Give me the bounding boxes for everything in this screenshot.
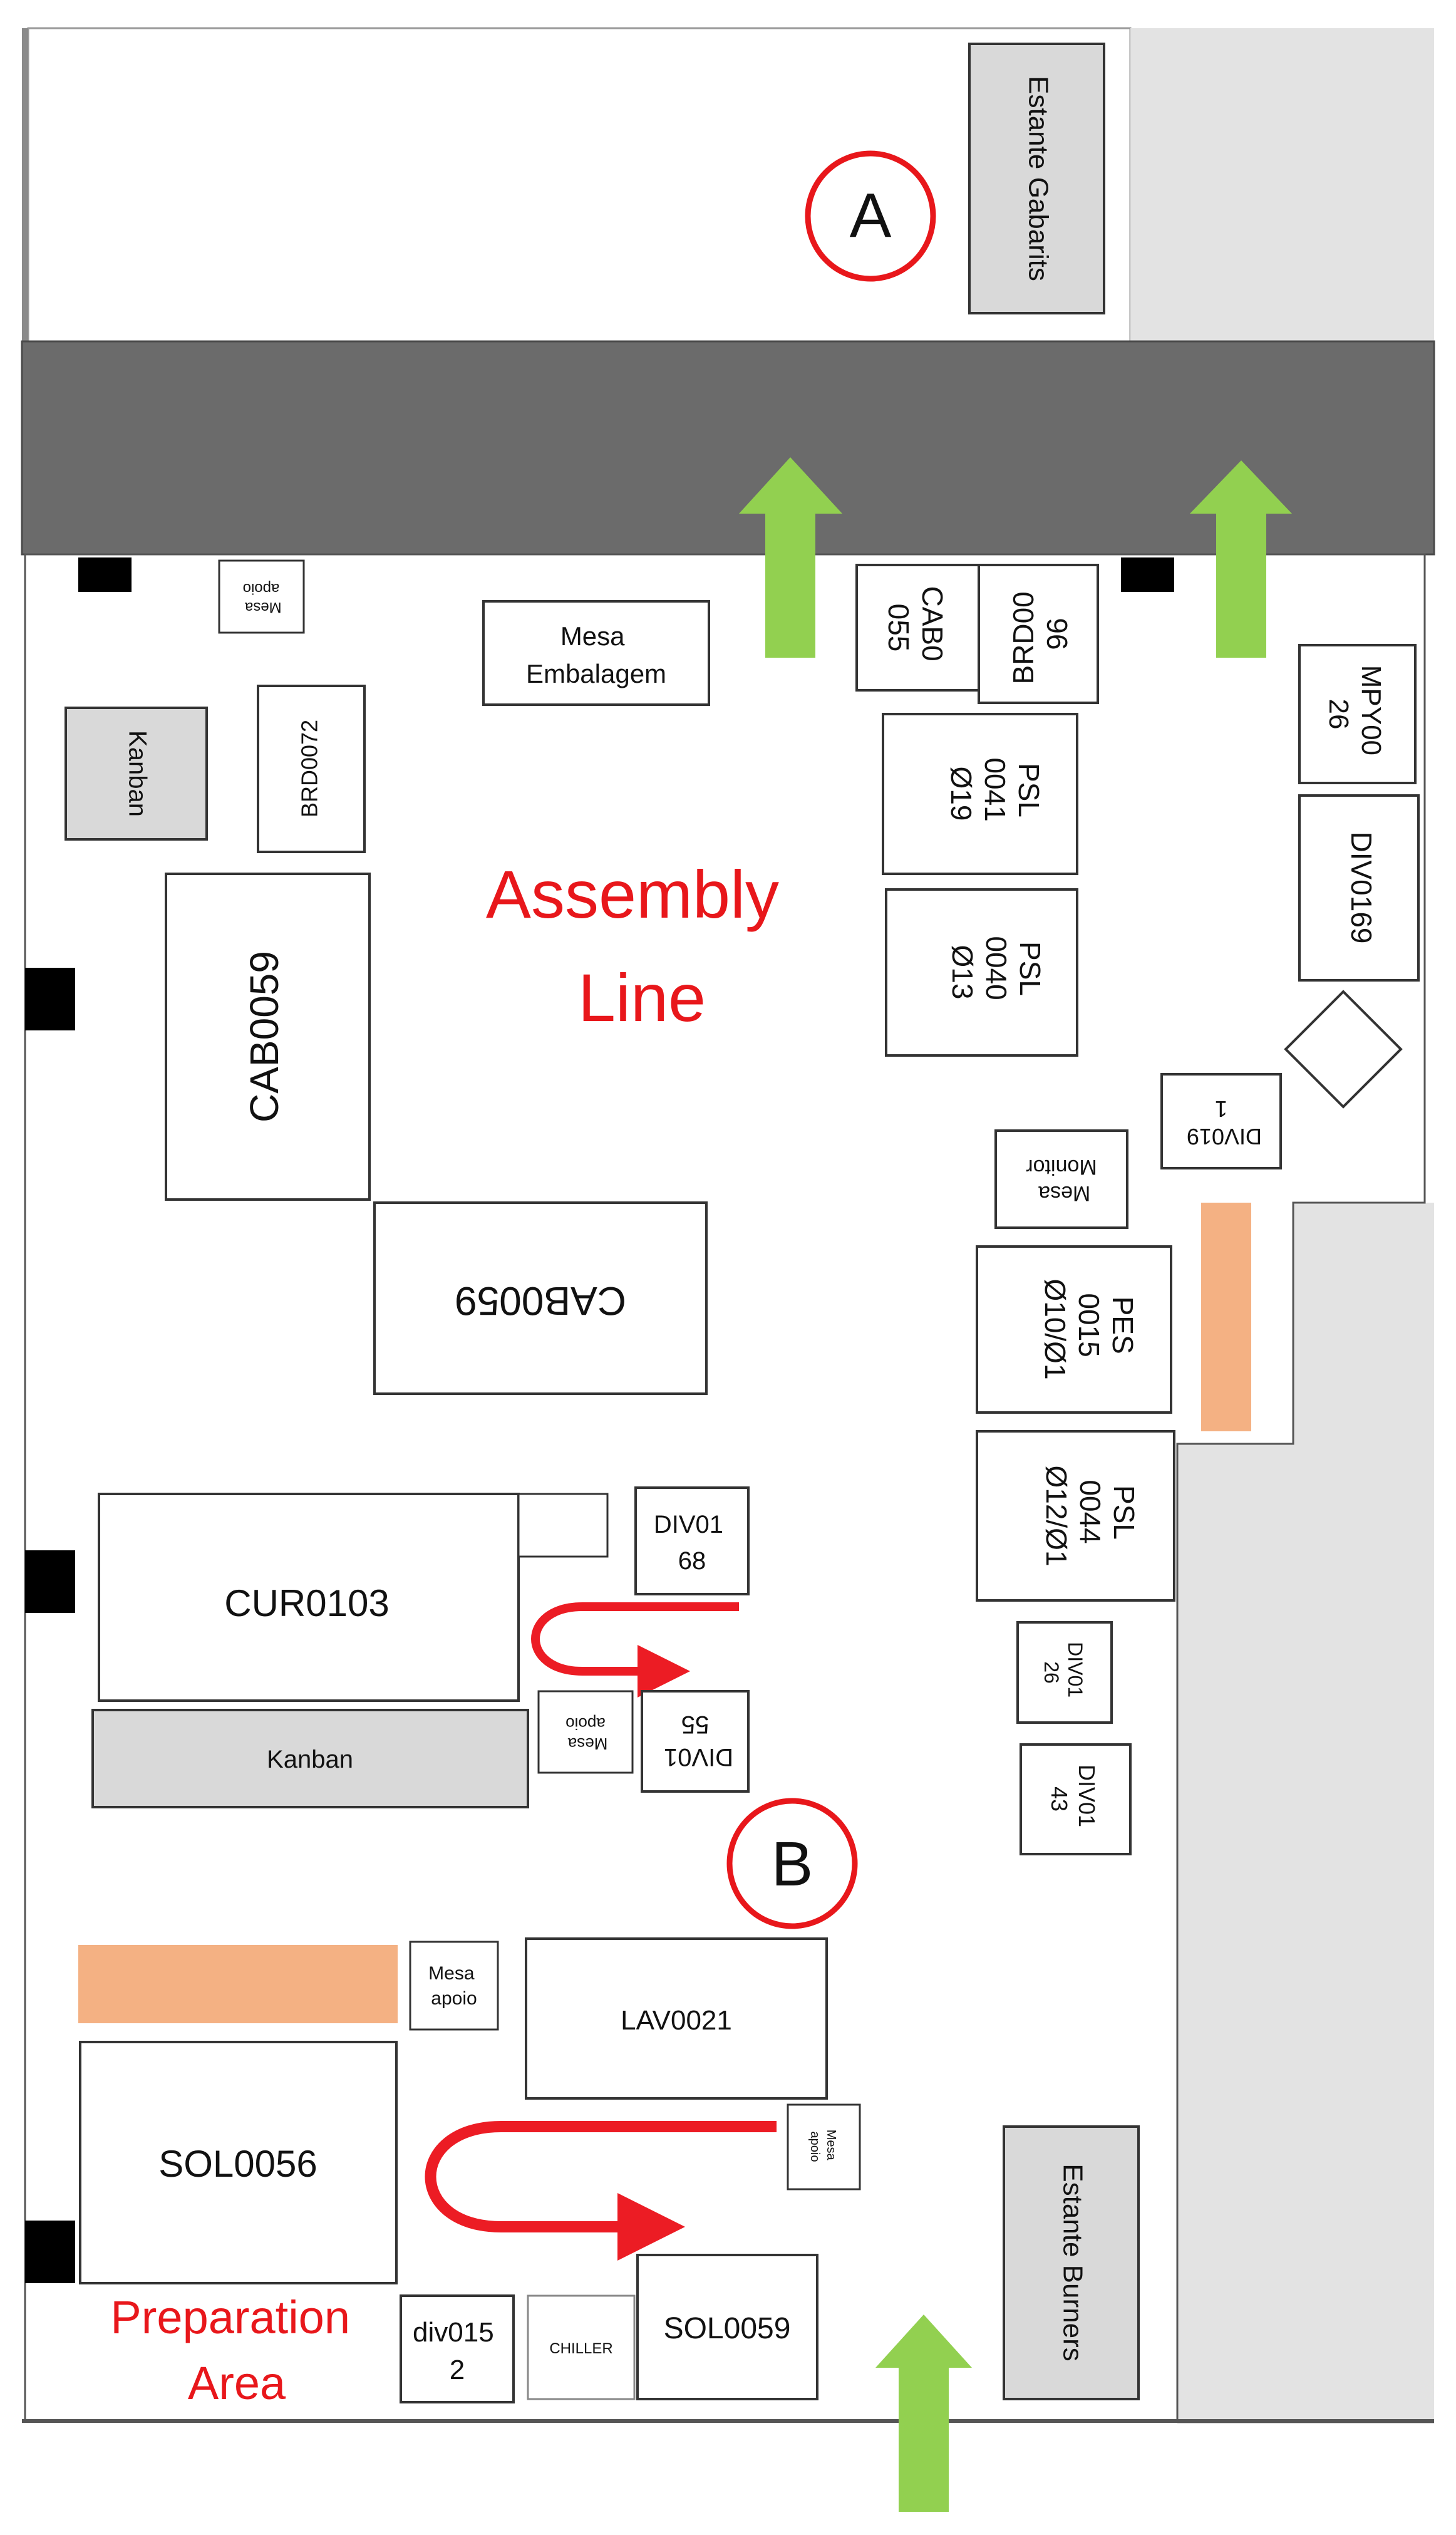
svg-text:CUR0103: CUR0103	[224, 1582, 389, 1624]
psl0044: PSL 0044 Ø12/Ø1	[976, 1430, 1175, 1602]
mpy0026: MPY00 26	[1298, 644, 1417, 784]
svg-text:CAB0059: CAB0059	[455, 1278, 626, 1324]
chiller: CHILLER	[527, 2294, 636, 2400]
cab0055: CAB0 055	[855, 564, 980, 692]
svg-text:Estante Gabarits: Estante Gabarits	[1023, 76, 1053, 281]
pillar	[25, 2221, 75, 2283]
psl0040: PSL 0040 Ø13	[885, 888, 1078, 1057]
mesa-embalagem: Mesa Embalagem	[482, 600, 710, 706]
svg-text:DIV01 55: DIV01 55	[657, 1711, 733, 1771]
assembly-line-label: Assembly Line	[486, 856, 798, 1035]
svg-text:Mesa apoio: Mesa apoio	[428, 1963, 480, 2009]
svg-text:Mesa Embalagem: Mesa Embalagem	[526, 621, 666, 688]
svg-text:Kanban: Kanban	[267, 1746, 353, 1773]
svg-text:Mesa Monitor: Mesa Monitor	[1026, 1155, 1097, 1205]
brd0096: BRD00 96	[978, 564, 1099, 704]
div0126: DIV01 26	[1016, 1621, 1113, 1724]
estante-burners: Estante Burners	[1003, 2125, 1140, 2400]
orange-strip	[1201, 1203, 1251, 1431]
pillar	[78, 557, 132, 592]
sol0059: SOL0059	[636, 2254, 818, 2400]
psl0041: PSL 0041 Ø19	[882, 713, 1078, 875]
div0168: DIV01 68	[634, 1486, 750, 1595]
svg-text:DIV01 43: DIV01 43	[1046, 1765, 1100, 1833]
zone-marker-a: A	[805, 150, 936, 282]
div0152: div015 2	[400, 2294, 515, 2403]
green-arrow-up	[739, 457, 842, 658]
svg-text:PSL 0044 Ø12/Ø1: PSL 0044 Ø12/Ø1	[1040, 1465, 1140, 1566]
flow-arrow	[425, 2121, 777, 2261]
svg-text:DIV0169: DIV0169	[1345, 831, 1378, 943]
green-arrow-up	[1190, 460, 1292, 658]
kanban-cur: Kanban	[91, 1709, 529, 1808]
mesa-apoio-prep: Mesa apoio	[409, 1941, 499, 2031]
lav0021: LAV0021	[525, 1937, 828, 2100]
svg-text:PSL 0041 Ø19: PSL 0041 Ø19	[945, 757, 1045, 829]
green-arrow-up	[875, 2315, 972, 2512]
zone-marker-b: B	[726, 1798, 858, 1929]
svg-text:PES 0015 Ø10/Ø1: PES 0015 Ø10/Ø1	[1039, 1278, 1139, 1379]
svg-text:B: B	[772, 1829, 813, 1899]
svg-text:MPY00 26: MPY00 26	[1323, 665, 1386, 764]
mesa-apoio-top: Mesa apoio	[218, 559, 305, 634]
cur0103: CUR0103	[98, 1493, 609, 1702]
svg-text:Mesa apoio: Mesa apoio	[240, 580, 281, 616]
flow-arrow	[531, 1602, 739, 1698]
svg-text:DIV01 68: DIV01 68	[654, 1511, 730, 1575]
svg-text:A: A	[850, 180, 892, 251]
mesa-monitor: Mesa Monitor	[994, 1129, 1128, 1229]
kanban-left: Kanban	[65, 707, 208, 841]
svg-text:Mesa apoio: Mesa apoio	[808, 2130, 838, 2164]
svg-text:PSL 0040 Ø13: PSL 0040 Ø13	[946, 936, 1046, 1008]
svg-text:DIV01 26: DIV01 26	[1040, 1642, 1087, 1703]
pillar	[25, 968, 75, 1030]
preparation-area-label: Preparation Area	[110, 2291, 363, 2409]
pillar	[25, 1550, 75, 1613]
div0191: DIV019 1	[1160, 1073, 1282, 1169]
svg-text:CHILLER: CHILLER	[549, 2340, 612, 2357]
cab0059-horizontal: CAB0059	[373, 1201, 708, 1395]
svg-text:CAB0059: CAB0059	[242, 951, 287, 1122]
svg-text:LAV0021: LAV0021	[621, 2005, 732, 2036]
sol0056: SOL0056	[79, 2041, 398, 2284]
cab0059-vertical: CAB0059	[165, 873, 371, 1201]
top-area	[27, 27, 1132, 343]
pillar	[1121, 557, 1174, 592]
mesa-apoio-mid: Mesa apoio	[537, 1690, 634, 1774]
estante-gabarits: Estante Gabarits	[968, 43, 1105, 314]
div0169: DIV0169	[1298, 794, 1420, 982]
svg-text:DIV019 1: DIV019 1	[1180, 1096, 1262, 1149]
svg-text:BRD0072: BRD0072	[297, 720, 323, 817]
svg-text:Mesa apoio: Mesa apoio	[564, 1714, 608, 1753]
svg-text:SOL0059: SOL0059	[664, 2312, 791, 2345]
brd0072: BRD0072	[257, 685, 366, 853]
orange-strip	[78, 1945, 398, 2023]
diamond-fixture	[1284, 990, 1403, 1109]
svg-text:Kanban: Kanban	[123, 730, 151, 817]
top-grey-area	[1130, 28, 1434, 341]
svg-text:BRD00 96: BRD00 96	[1007, 583, 1073, 684]
svg-text:Estante Burners: Estante Burners	[1057, 2164, 1088, 2361]
svg-text:div015 2: div015 2	[413, 2317, 502, 2385]
div0143: DIV01 43	[1020, 1743, 1132, 1855]
right-grey-area	[1177, 1203, 1434, 2424]
svg-text:CAB0 055: CAB0 055	[882, 586, 949, 670]
div0155: DIV01 55	[641, 1690, 750, 1793]
pes0015: PES 0015 Ø10/Ø1	[976, 1245, 1172, 1414]
svg-text:SOL0056: SOL0056	[158, 2143, 318, 2185]
mesa-apoio-small: Mesa apoio	[787, 2103, 861, 2190]
